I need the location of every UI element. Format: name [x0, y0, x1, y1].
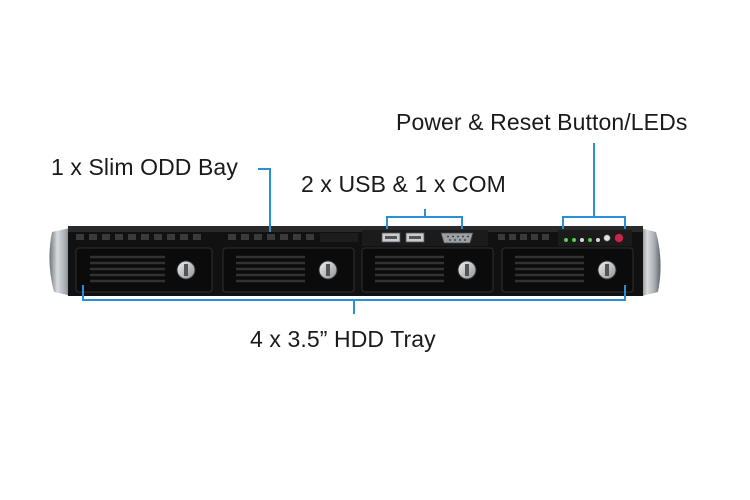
- usb-com-label: 2 x USB & 1 x COM: [301, 171, 506, 197]
- odd-callout-line: [258, 168, 271, 232]
- hdd-tray: [361, 247, 494, 293]
- status-led: [564, 238, 568, 242]
- odd-bay-label: 1 x Slim ODD Bay: [51, 154, 238, 180]
- status-led: [596, 238, 600, 242]
- hdd-tray-label: 4 x 3.5” HDD Tray: [250, 326, 436, 352]
- hdd-tray: [75, 247, 213, 293]
- power-button: [614, 233, 624, 243]
- hdd-tray: [222, 247, 355, 293]
- odd-bay: [76, 233, 358, 242]
- power-callout-line: [562, 143, 626, 229]
- reset-button: [603, 234, 611, 242]
- hdd-tray: [501, 247, 634, 293]
- com-port: [440, 232, 474, 244]
- status-led: [580, 238, 584, 242]
- left-rack-handle: [49, 228, 72, 296]
- hdd-callout-line: [82, 285, 626, 314]
- status-led: [572, 238, 576, 242]
- status-led: [588, 238, 592, 242]
- control-panel: [498, 230, 632, 246]
- front-io-panel: [362, 230, 488, 246]
- usb-com-callout-line: [386, 209, 463, 229]
- right-rack-handle: [640, 228, 661, 296]
- power-reset-label: Power & Reset Button/LEDs: [396, 109, 688, 135]
